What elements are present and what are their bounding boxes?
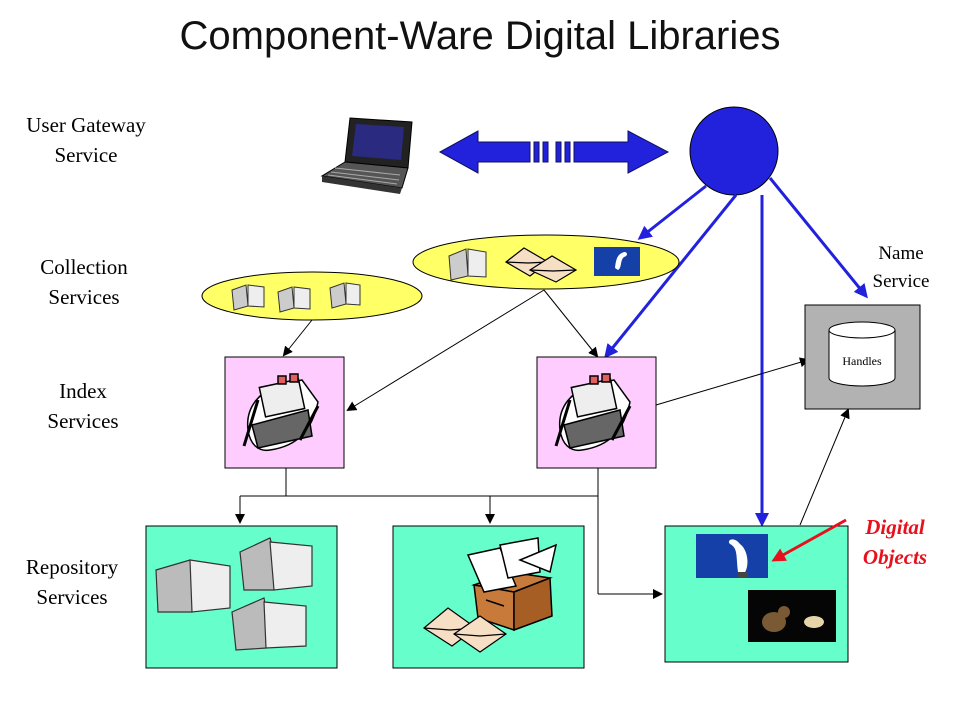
label-name-service: Name Service — [872, 243, 930, 292]
label-collection-services: Collection Services — [40, 255, 128, 309]
connector-lines — [235, 289, 850, 599]
envelope-icon — [422, 607, 508, 653]
gateway-double-arrow — [438, 130, 670, 174]
name-service-box — [804, 304, 921, 410]
digital-objects-pointer — [771, 518, 847, 562]
label-index-services: Index Services — [47, 379, 119, 433]
egret-photo-icon — [696, 534, 768, 578]
envelope-icon — [504, 247, 578, 283]
label-user-gateway: User Gateway Service — [26, 113, 146, 167]
database-cylinder-icon — [828, 321, 896, 387]
birds-photo-icon — [748, 590, 836, 642]
handles-label: Handles — [842, 354, 882, 368]
rolodex-icon — [554, 373, 632, 452]
label-repository-services: Repository Services — [25, 555, 119, 609]
label-digital-objects: Digital Objects — [862, 515, 928, 569]
box-icon — [466, 537, 558, 632]
resolver-node — [689, 106, 779, 196]
rolodex-icon — [242, 373, 320, 452]
book-icon — [231, 282, 361, 313]
resolver-arrows — [604, 177, 868, 527]
laptop-icon — [320, 117, 413, 194]
book-icon — [448, 248, 487, 281]
book-icon — [155, 537, 313, 651]
page-title: Component-Ware Digital Libraries — [179, 14, 781, 58]
egret-photo-icon — [594, 247, 640, 276]
